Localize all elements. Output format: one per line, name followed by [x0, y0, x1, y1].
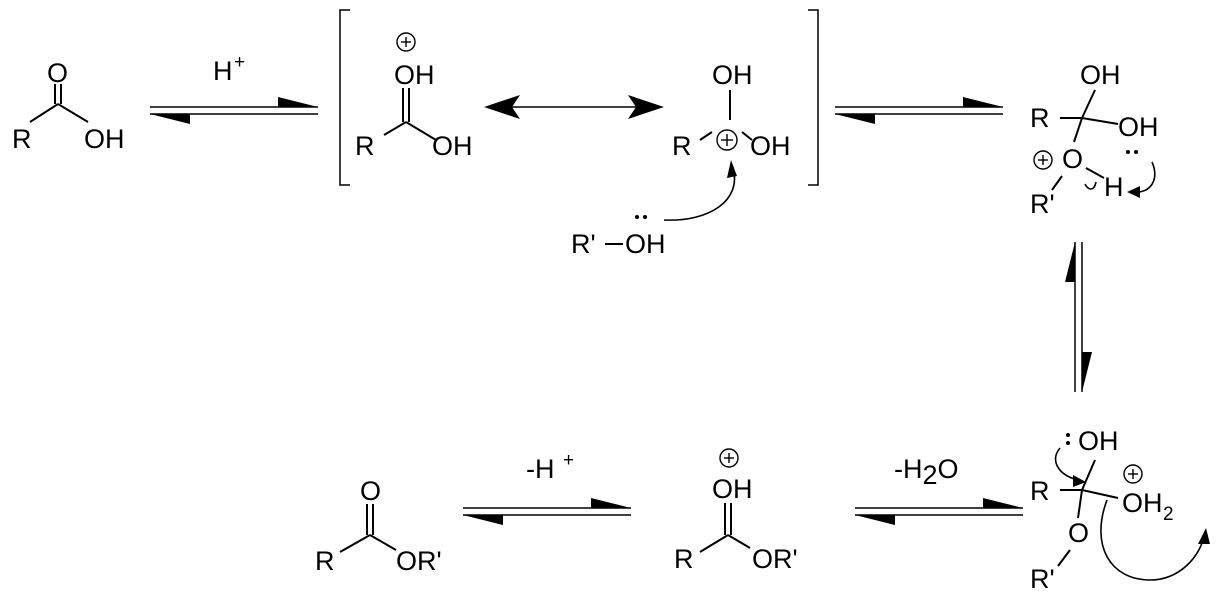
r-group-label: R — [1030, 476, 1050, 506]
hydroxyl-label: OH — [84, 124, 125, 154]
oxonium-oh-label: OH — [394, 60, 435, 90]
alcohol-r-label: R' — [1030, 189, 1055, 219]
r-group-label: R — [12, 124, 32, 154]
lone-pair-dot — [635, 215, 639, 219]
protonated-acid-oxonium: R OH OH — [355, 32, 473, 161]
ether-oxygen-label: O — [1068, 518, 1089, 548]
hydroxyl-label: OH — [1118, 112, 1159, 142]
oxonium-oh-label: OH — [712, 474, 753, 504]
protonated-acid-carbocation: R OH OH — [672, 60, 791, 161]
ester-or-label: OR' — [396, 546, 442, 576]
reagent-water-subscript: 2 — [923, 460, 938, 490]
r-group-label: R — [315, 546, 335, 576]
r-group-label: R — [672, 131, 692, 161]
equilibrium-arrow-addition — [835, 97, 1003, 124]
tetrahedral-intermediate-water: R OH OH 2 O R' — [1030, 426, 1174, 594]
tetrahedral-intermediate-oxonium: R OH OH O H R' — [1030, 60, 1159, 219]
r-group-label: R — [355, 131, 375, 161]
lone-pair-dot — [643, 215, 647, 219]
resonance-bracket — [339, 9, 819, 186]
lone-pair-dot — [1066, 433, 1070, 437]
reagent-water-a: -H — [894, 454, 923, 484]
ester-product: R O OR' — [315, 476, 442, 576]
proton-label: H — [1104, 172, 1124, 202]
reagent-proton: H — [213, 56, 233, 86]
protonated-ester: R OH OR' — [674, 448, 798, 574]
hydroxyl-label: OH — [712, 60, 753, 90]
r-group-label: R — [1030, 103, 1050, 133]
positive-charge-icon — [719, 448, 739, 468]
curly-arrow-proton-transfer — [1084, 161, 1156, 198]
carbocation-charge-icon — [716, 129, 738, 151]
ester-or-label: OR' — [752, 544, 798, 574]
positive-charge-icon — [1123, 464, 1143, 484]
equilibrium-arrow-deprotonation — [463, 498, 631, 525]
lone-pair-dot — [1126, 150, 1130, 154]
positive-charge-icon — [396, 32, 416, 52]
alcohol-r-label: R' — [571, 229, 596, 259]
curly-arrow-lone-pair-push — [1054, 447, 1086, 487]
alcohol-r-label: R' — [1030, 564, 1055, 594]
ether-oxygen-label: O — [1062, 144, 1083, 174]
reagent-water-b: O — [938, 454, 959, 484]
equilibrium-arrow-protonation — [150, 97, 318, 124]
carboxylic-acid: R O OH — [12, 58, 125, 154]
reagent-deprotonation-charge: + — [563, 450, 574, 471]
reagent-water-loss: -H2O — [894, 454, 959, 490]
curly-arrow-water-leaving — [1100, 499, 1210, 581]
reagent-proton-charge: + — [234, 52, 245, 73]
curly-arrow-nucleophilic-attack — [663, 160, 737, 221]
hydroxyl-label: OH — [1080, 60, 1121, 90]
reagent-deprotonation: -H — [526, 454, 555, 484]
r-group-label: R — [674, 544, 694, 574]
resonance-arrow — [484, 95, 664, 119]
hydroxyl-label: OH — [432, 131, 473, 161]
water-subscript: 2 — [1163, 504, 1174, 525]
equilibrium-arrow-dehydration — [855, 498, 1023, 525]
alcohol-oh-label: OH — [625, 229, 666, 259]
alcohol-nucleophile: R' OH — [571, 215, 666, 259]
hydroxyl-label: OH — [750, 131, 791, 161]
svg-text:-H2O: -H2O — [894, 454, 959, 490]
hydroxyl-label: OH — [1078, 426, 1119, 456]
water-oh-label: OH — [1122, 488, 1163, 518]
positive-charge-icon — [1033, 150, 1053, 170]
equilibrium-arrow-proton-transfer — [1065, 242, 1092, 392]
lone-pair-dot — [1066, 441, 1070, 445]
lone-pair-dot — [1134, 150, 1138, 154]
carbonyl-oxygen-label: O — [47, 58, 68, 88]
carbonyl-oxygen-label: O — [360, 476, 381, 506]
